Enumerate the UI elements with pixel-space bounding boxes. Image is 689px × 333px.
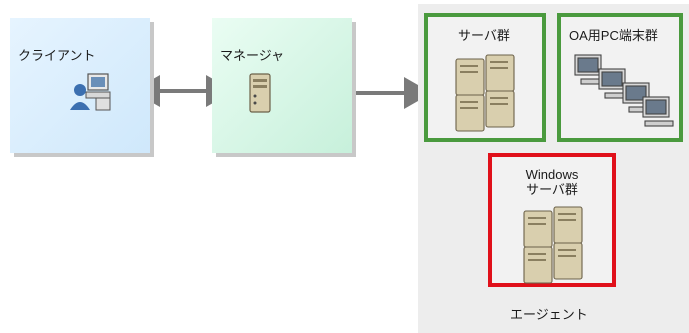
- oapc-group-label: OA用PC端末群: [569, 28, 658, 43]
- server-tower-icon: [249, 73, 271, 113]
- pc-cluster-icon: [574, 54, 674, 127]
- client-box: クライアント: [10, 18, 150, 153]
- server-cluster-icon: [523, 206, 583, 284]
- windows-group-label-line1: Windows: [525, 167, 579, 182]
- oapc-group-box: OA用PC端末群: [557, 13, 683, 142]
- server-group-label: サーバ群: [458, 28, 510, 43]
- agent-area-label: エージェント: [510, 307, 588, 322]
- server-group-box: サーバ群: [424, 13, 546, 142]
- manager-label: マネージャ: [220, 48, 285, 63]
- manager-box: マネージャ: [212, 18, 352, 153]
- windows-group-label-line2: サーバ群: [526, 182, 578, 197]
- server-cluster-icon: [455, 54, 515, 132]
- windows-group-box: Windows サーバ群: [488, 153, 616, 287]
- client-label: クライアント: [18, 48, 96, 63]
- user-computer-icon: [70, 73, 111, 111]
